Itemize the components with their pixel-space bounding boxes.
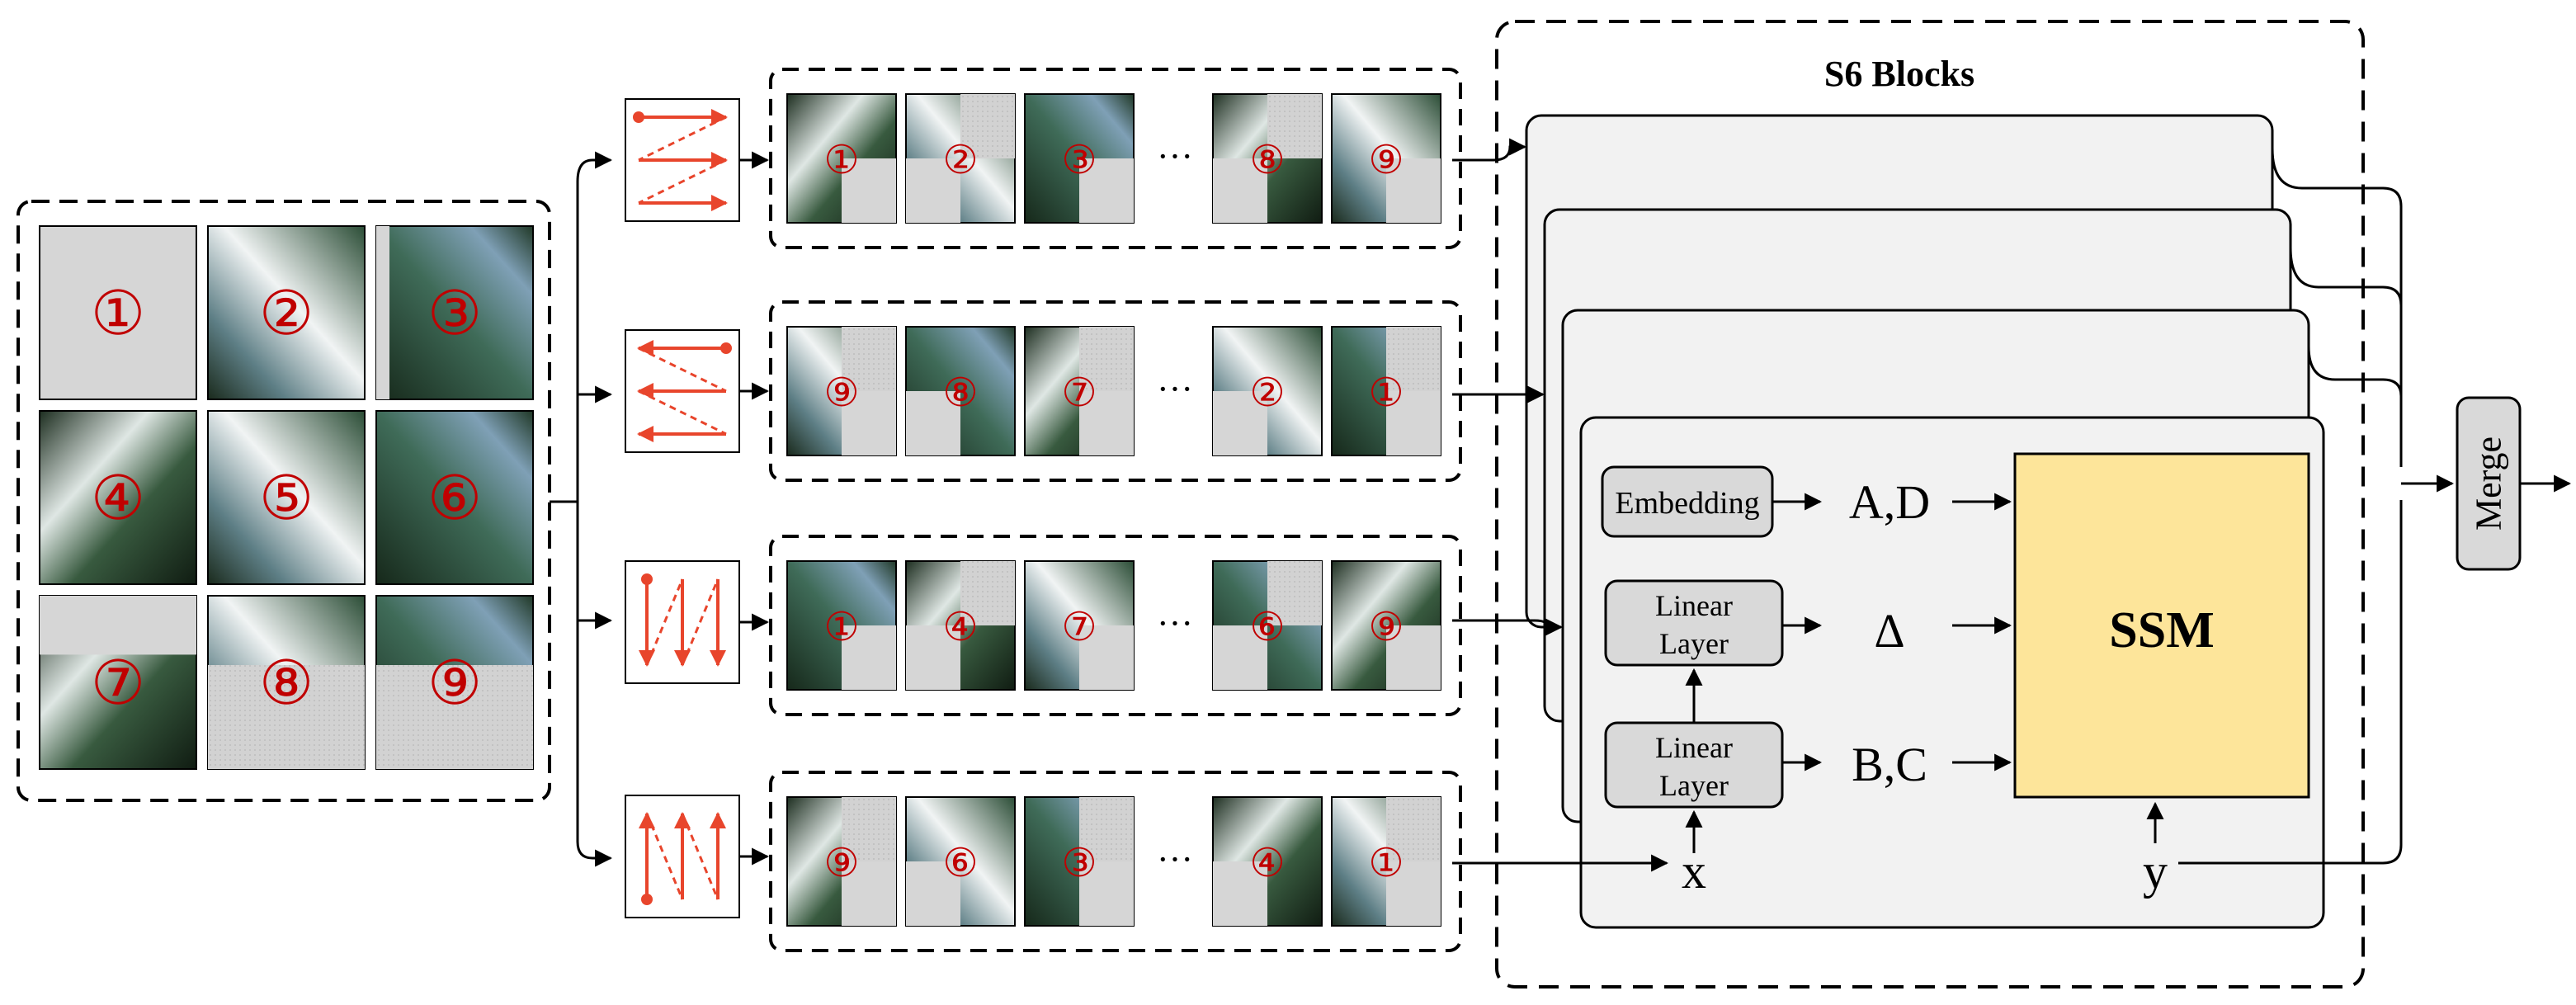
scan-icon-2 <box>625 329 770 453</box>
sequence-tile: ① <box>786 560 897 691</box>
ssm-internal-arrows <box>1685 493 2164 853</box>
grid-cell-number: ④ <box>91 465 145 533</box>
sequence-tile: ⑧ <box>1212 93 1323 224</box>
sequence-tile-number: ⑥ <box>1249 606 1285 649</box>
grid-cell-number: ⑧ <box>259 650 314 718</box>
grid-cell-number: ⑦ <box>91 650 145 718</box>
sequence-tile: ⑥ <box>905 796 1016 927</box>
sequence-tile-number: ③ <box>1061 842 1097 885</box>
sequence-tile-number: ① <box>823 606 859 649</box>
grid-cell-number: ② <box>259 281 314 348</box>
block-input-arrows <box>1452 138 1669 872</box>
sequence-tile-number: ⑦ <box>1061 606 1097 649</box>
sequence-tile: ① <box>1331 326 1441 456</box>
sequence-tile-number: ④ <box>942 606 978 649</box>
sequence-ellipsis: ··· <box>1157 369 1193 409</box>
sequence-tile-number: ⑥ <box>942 842 978 885</box>
b-c-label: B,C <box>1852 738 1927 791</box>
grid-cell: ⑥ <box>375 410 534 585</box>
grid-cell: ⑧ <box>207 595 366 770</box>
sequence-tile: ⑦ <box>1024 560 1135 691</box>
sequence-tile: ① <box>786 93 897 224</box>
linear-layer-delta-line1: Linear <box>1655 589 1733 622</box>
grid-cell-number: ① <box>91 281 145 348</box>
sequence-tile-number: ① <box>1368 371 1404 415</box>
scan-sequence-1: ① ② ③ ⑧ ⑨ ··· <box>769 68 1462 249</box>
grid-cell: ② <box>207 225 366 400</box>
scan-icon-1 <box>625 98 770 222</box>
grid-cell: ⑤ <box>207 410 366 585</box>
sequence-tile: ② <box>905 93 1016 224</box>
ssm-module <box>2013 452 2310 799</box>
grid-cell: ⑨ <box>375 595 534 770</box>
grid-cell-number: ⑨ <box>427 650 482 718</box>
sequence-tile-number: ⑨ <box>823 842 859 885</box>
grid-cell: ⑦ <box>39 595 197 770</box>
linear-layer-delta <box>1604 579 1784 667</box>
sequence-ellipsis: ··· <box>1157 603 1193 644</box>
sequence-tile: ⑨ <box>786 326 897 456</box>
sequence-tile-number: ④ <box>1249 842 1285 885</box>
linear-layer-bc-line2: Layer <box>1659 769 1729 802</box>
a-d-label: A,D <box>1849 475 1930 529</box>
sequence-tile: ⑧ <box>905 326 1016 456</box>
linear-layer-delta-line2: Layer <box>1659 627 1729 660</box>
merge-label: Merge <box>2469 436 2509 531</box>
scan-icon-3 <box>625 560 770 684</box>
grid-cell-number: ⑤ <box>259 465 314 533</box>
scan-sequence-4: ⑨ ⑥ ③ ④ ① ··· <box>769 771 1462 952</box>
sequence-tile: ⑨ <box>1331 560 1441 691</box>
sequence-tile-number: ① <box>823 139 859 182</box>
sequence-tile: ② <box>1212 326 1323 456</box>
sequence-tile-number: ⑨ <box>1368 139 1404 182</box>
merge-connectors <box>2178 148 2455 865</box>
grid-cell-number: ⑥ <box>427 465 482 533</box>
s6-blocks-title: S6 Blocks <box>1824 54 1974 94</box>
sequence-tile: ⑥ <box>1212 560 1323 691</box>
sequence-tile-number: ① <box>1368 842 1404 885</box>
linear-layer-bc-line1: Linear <box>1655 731 1733 764</box>
grid-cell: ③ <box>375 225 534 400</box>
input-grid-frame <box>17 200 551 802</box>
sequence-tile-number: ⑨ <box>823 371 859 415</box>
sequence-tile-number: ② <box>942 139 978 182</box>
scan-sequence-2: ⑨ ⑧ ⑦ ② ① ··· <box>769 300 1462 482</box>
sequence-tile: ④ <box>905 560 1016 691</box>
scan-icon-4 <box>625 795 770 918</box>
sequence-tile-number: ⑨ <box>1368 606 1404 649</box>
sequence-ellipsis: ··· <box>1157 839 1193 880</box>
sequence-tile-number: ⑦ <box>1061 371 1097 415</box>
grid-cell: ④ <box>39 410 197 585</box>
sequence-tile: ③ <box>1024 796 1135 927</box>
sequence-tile: ⑨ <box>786 796 897 927</box>
sequence-tile-number: ⑧ <box>942 371 978 415</box>
scan-direction-icons <box>625 98 770 918</box>
sequence-tile-number: ③ <box>1061 139 1097 182</box>
input-patch-grid: ① ② ③ ④ ⑤ ⑥ ⑦ ⑧ ⑨ <box>39 225 534 770</box>
s6-blocks-frame <box>1495 20 2365 988</box>
sequence-ellipsis: ··· <box>1157 136 1193 177</box>
x-label: x <box>1682 844 1706 899</box>
sequence-tile: ③ <box>1024 93 1135 224</box>
grid-cell: ① <box>39 225 197 400</box>
delta-label: Δ <box>1874 604 1904 658</box>
grid-cell-number: ③ <box>427 281 482 348</box>
sequence-tile: ④ <box>1212 796 1323 927</box>
scan-sequence-3: ① ④ ⑦ ⑥ ⑨ ··· <box>769 535 1462 716</box>
y-label: y <box>2143 844 2168 899</box>
sequence-tile-number: ⑧ <box>1249 139 1285 182</box>
ssm-label: SSM <box>2109 602 2214 658</box>
sequence-tile: ① <box>1331 796 1441 927</box>
sequence-tile: ⑨ <box>1331 93 1441 224</box>
scanned-sequences: ① ② ③ ⑧ ⑨ ··· ⑨ ⑧ ⑦ ② ① ··· ① ④ ⑦ ⑥ ⑨ ··· ⑨ ⑥ ③ ④ ① ··· <box>769 68 1462 952</box>
split-connectors <box>550 151 613 867</box>
sequence-tile-number: ② <box>1249 371 1285 415</box>
embedding-label: Embedding <box>1615 486 1759 521</box>
sequence-tile: ⑦ <box>1024 326 1135 456</box>
